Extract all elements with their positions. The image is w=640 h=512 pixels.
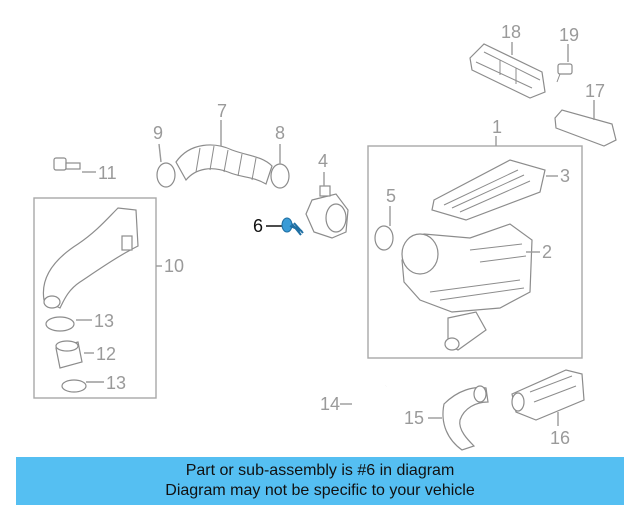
assembly-box-1 [367,145,583,359]
part-13-clamp-upper: 13 [45,311,114,332]
callout-19: 19 [559,25,579,45]
callout-5: 5 [386,186,396,206]
part-1-label: 1 [492,117,502,146]
banner-line-1: Part or sub-assembly is #6 in diagram [185,462,455,479]
assembly-box-10 [33,197,157,399]
callout-2: 2 [542,242,552,262]
part-3-filter: 3 [431,159,570,221]
callout-1: 1 [492,117,502,137]
part-15-elbow: 15 [404,385,489,451]
part-14-breather: 14 [320,385,388,429]
callout-18: 18 [501,22,521,42]
part-11-bolt: 11 [53,157,117,183]
callout-10: 10 [164,256,184,276]
callout-14: 14 [320,394,340,414]
callout-15: 15 [404,408,424,428]
callout-13a: 13 [94,311,114,331]
banner-line-2: Diagram may not be specific to your vehi… [165,482,475,499]
callout-6: 6 [253,216,263,236]
part-12-coupler: 12 [55,340,116,369]
callout-13b: 13 [106,373,126,393]
part-18-intake-duct: 18 [469,22,546,99]
part-6-screw-highlighted: 6 [253,216,304,236]
part-19-clip: 19 [556,25,579,83]
callout-17: 17 [585,81,605,101]
part-10-duct: 10 [42,207,184,309]
callout-16: 16 [550,428,570,448]
part-2-airbox: 2 [401,223,552,351]
callout-4: 4 [318,151,328,171]
callout-7: 7 [217,101,227,121]
part-5-seal: 5 [374,186,396,251]
callout-3: 3 [560,166,570,186]
part-8-clamp: 8 [270,123,290,189]
part-7-hose: 7 [175,101,273,185]
callout-11: 11 [98,163,117,183]
part-13-clamp-lower: 13 [61,373,126,393]
callout-12: 12 [96,344,116,364]
part-16-duct: 16 [511,369,585,448]
callout-9: 9 [153,123,163,143]
part-17-cover: 17 [554,81,617,147]
part-4-sensor: 4 [305,151,349,239]
part-9-clamp: 9 [153,123,176,188]
callout-8: 8 [275,123,285,143]
info-banner: Part or sub-assembly is #6 in diagram Di… [16,457,624,505]
